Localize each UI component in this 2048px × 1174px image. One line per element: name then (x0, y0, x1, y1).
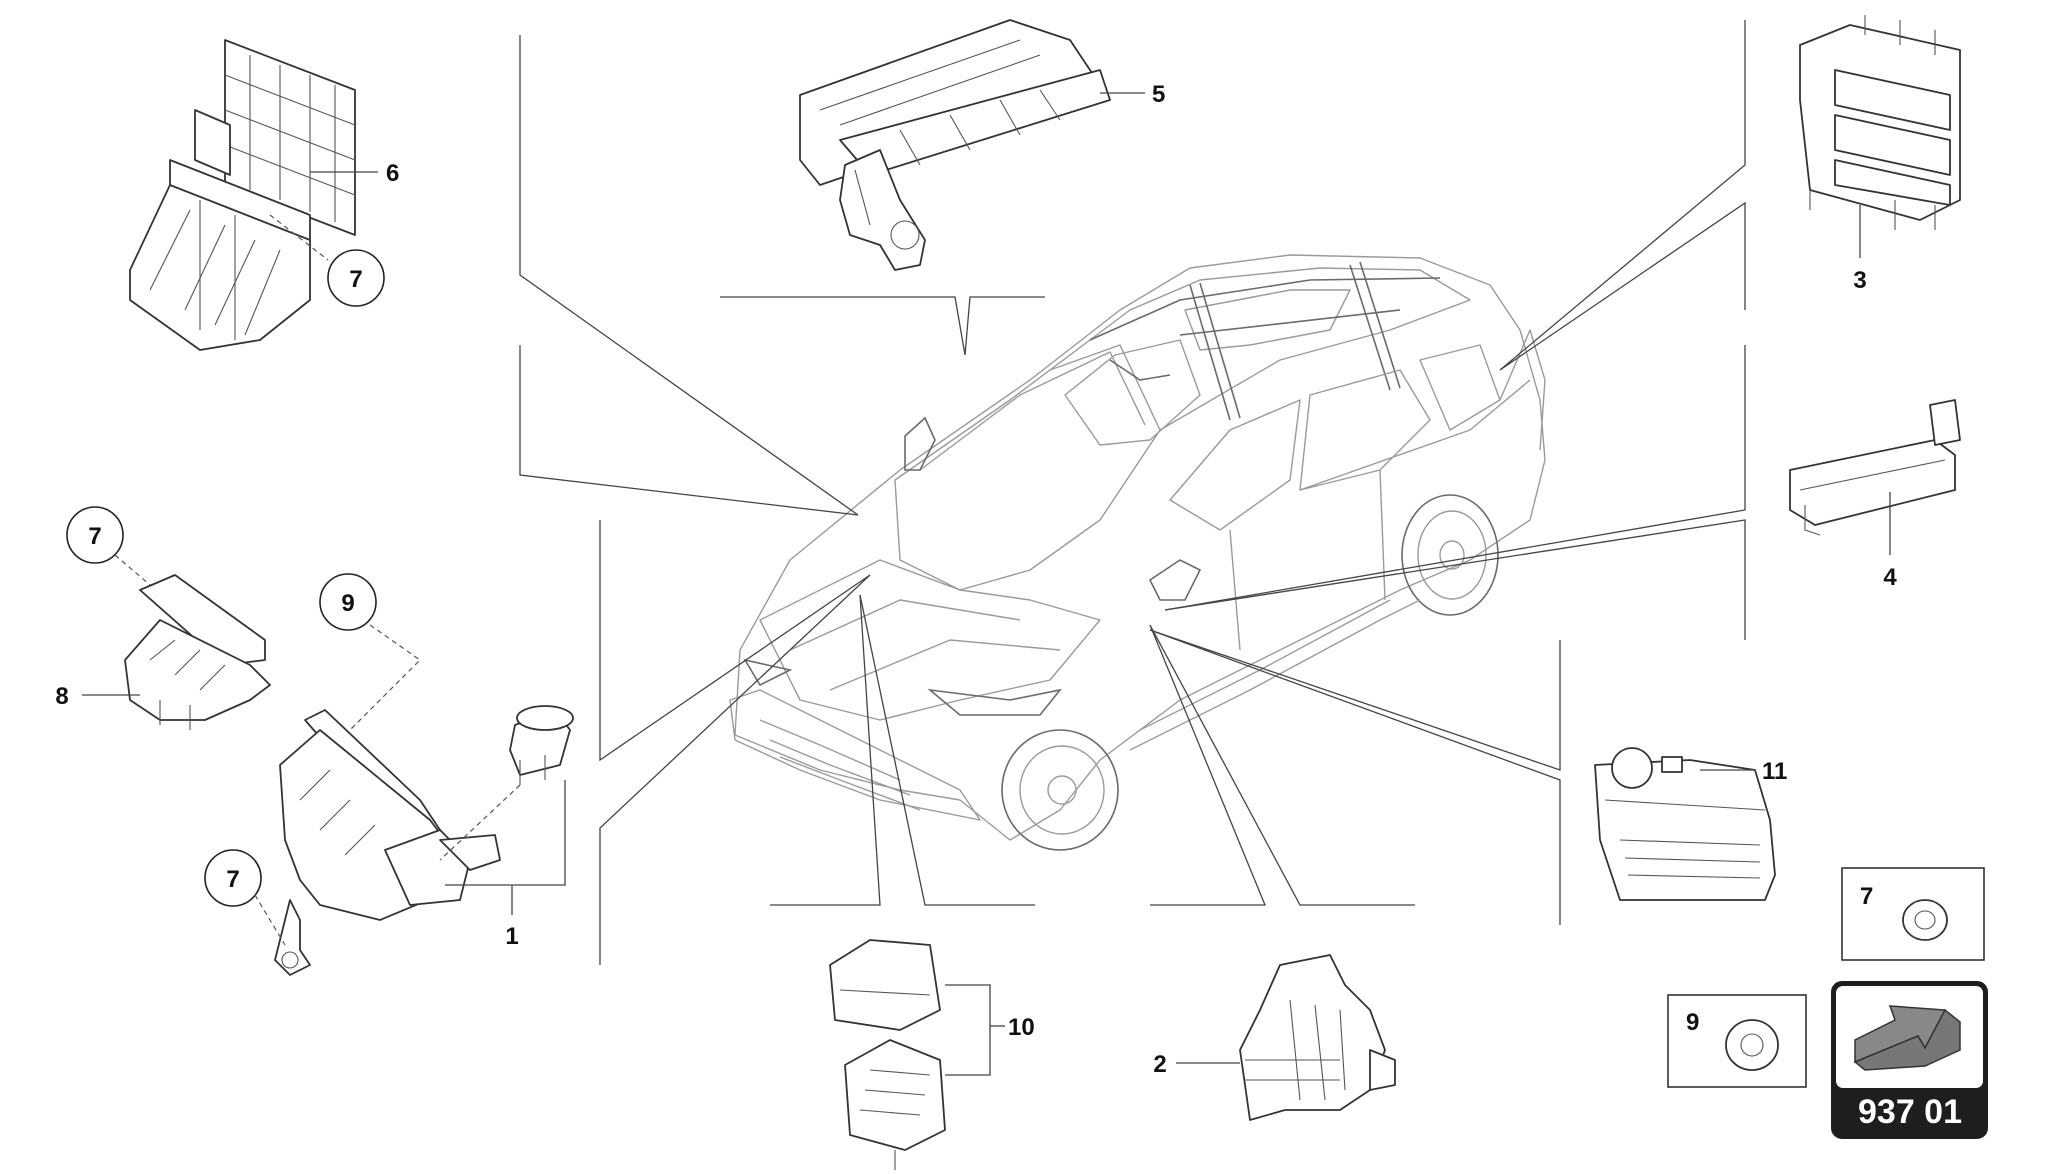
callout-7b: 7 (88, 523, 101, 550)
legend-washer-label: 7 (1860, 883, 1873, 910)
fuse-box-cover-part-6 (129, 39, 356, 351)
central-control-unit-part-3 (1799, 15, 1961, 230)
callout-6: 6 (386, 160, 399, 187)
callout-5: 5 (1152, 81, 1165, 108)
dash-7b (114, 554, 151, 586)
callout-10: 10 (1008, 1014, 1035, 1041)
group-code: 937 01 (1858, 1093, 1962, 1131)
legend-washer-box: 7 (1841, 867, 1985, 961)
callout-7c: 7 (226, 866, 239, 893)
callout-8: 8 (55, 683, 68, 710)
dash-7c (254, 894, 286, 946)
callout-1: 1 (505, 923, 518, 950)
callout-11: 11 (1762, 758, 1787, 785)
callout-circle-7b (66, 506, 124, 564)
legend-grommet-label: 9 (1686, 1009, 1699, 1036)
bracket-1 (445, 780, 566, 886)
trim-panel-part-11 (1594, 747, 1776, 901)
fuse-holder-part-8 (124, 574, 271, 730)
control-module-part-2 (1239, 954, 1396, 1121)
callout-2: 2 (1153, 1051, 1166, 1078)
arrow-navigation-icon (1853, 1005, 1961, 1071)
leader-lines (519, 20, 1746, 965)
callout-circle-7a (327, 249, 385, 307)
callout-circle-7c (204, 849, 262, 907)
vehicle-outline (729, 254, 1546, 851)
bracket-10 (945, 984, 991, 1076)
legend-grommet-box: 9 (1667, 994, 1807, 1088)
callout-9: 9 (341, 590, 354, 617)
relay-carrier-part-4 (1789, 399, 1961, 536)
callout-3: 3 (1853, 267, 1866, 294)
fuse-box-part-1 (274, 709, 501, 976)
relay-part-10 (829, 939, 946, 1170)
callout-circle-9 (319, 573, 377, 631)
dash-9 (349, 624, 421, 731)
group-badge: 937 01 (1831, 981, 1988, 1139)
callout-4: 4 (1883, 564, 1897, 591)
plug-part-1 (509, 705, 574, 785)
control-unit-bracket-part-5 (799, 19, 1111, 271)
dash-plug (439, 784, 521, 861)
callout-7a: 7 (349, 266, 362, 293)
dash-7a (269, 214, 329, 261)
